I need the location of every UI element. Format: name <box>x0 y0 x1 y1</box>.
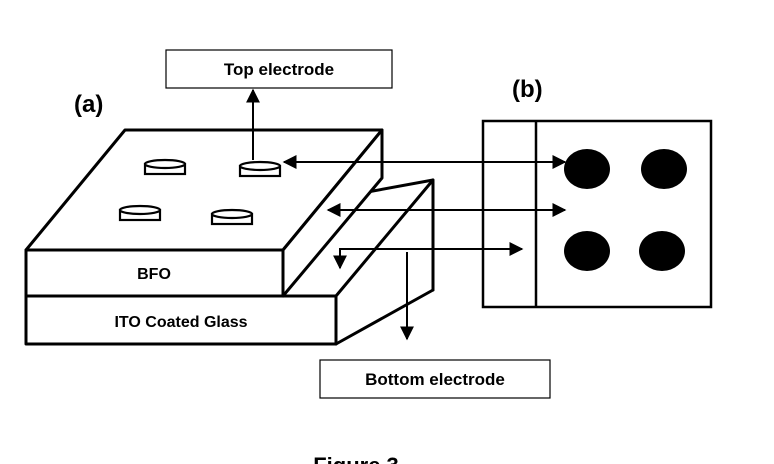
top-view-dot <box>564 231 610 271</box>
electrode-dot <box>210 208 254 226</box>
figure-caption: Figure 3 <box>313 453 399 464</box>
bfo-layer-front <box>24 248 285 298</box>
bottom-electrode-box <box>319 359 551 399</box>
bottom-electrode-label: Bottom electrode <box>365 370 505 389</box>
panel-label-b: (b) <box>512 76 543 103</box>
panel-label-a: (a) <box>74 91 103 118</box>
top-electrode-dots <box>118 158 282 226</box>
top-electrode-box <box>165 49 393 89</box>
panel-b-top-view <box>481 119 713 309</box>
ito-substrate-front <box>24 294 338 346</box>
top-view-dot <box>641 149 687 189</box>
bfo-label: BFO <box>137 266 171 283</box>
top-electrode-label: Top electrode <box>224 60 334 79</box>
arrow-ito-to-strip <box>333 242 524 270</box>
connector-arrows <box>246 88 567 341</box>
top-view-dot <box>639 231 685 271</box>
electrode-dot <box>118 204 162 222</box>
ito-label: ITO Coated Glass <box>114 314 247 331</box>
electrode-dot <box>238 160 282 178</box>
top-view-outline <box>481 119 713 309</box>
top-view-dot <box>564 149 610 189</box>
electrode-dot <box>143 158 187 176</box>
